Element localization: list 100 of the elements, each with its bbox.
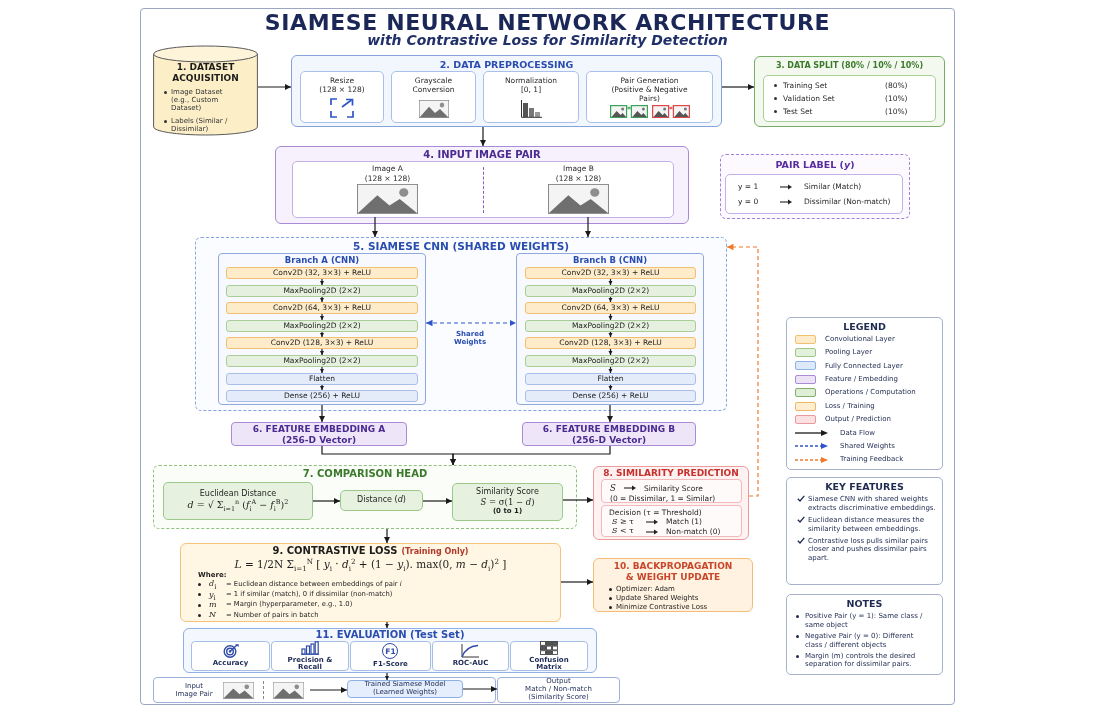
section-heading: 5. SIAMESE CNN (SHARED WEIGHTS) [353,240,569,253]
embedding-box [231,422,407,446]
arrow [608,384,613,391]
formula-symbol: S ≥ τ [612,518,634,527]
arrow [560,578,594,586]
branch-panel [516,253,704,405]
conv-layer-box [226,267,418,279]
arrow [383,528,391,544]
process-box [340,490,423,511]
section-heading: 7. COMPARISON HEAD [302,468,428,480]
inference-panel [153,677,496,703]
step-card [483,71,579,123]
arrow [422,497,453,505]
embedding-label: (256-D Vector) [571,434,647,446]
arrow [608,296,613,303]
arrow [384,672,390,681]
section-heading: 11. EVALUATION (Test Set) [315,629,465,641]
formula-symbol: m [209,600,217,611]
arrow [584,216,592,238]
process-box [593,558,753,612]
heading-note: (Training Only) [401,547,469,557]
metric-card [271,641,349,671]
arrow [384,621,390,629]
arrow [312,497,341,505]
legend-title: LEGEND [842,321,887,333]
process-box [452,483,563,521]
info-panel [786,594,943,675]
arrow [562,496,594,504]
arrow [608,366,613,374]
conv-layer-box [226,302,418,314]
section-panel [153,465,577,529]
pooling-layer-box [525,285,696,297]
formula-text: d = √ Σ$_{i=1}$$^{n}$ (f$_{i}$$^{A}$ − f$_{i}$$^{B}$)$^{2}$ [187,499,289,512]
process-box [163,482,313,520]
section-panel [275,146,689,224]
metric-card [510,641,588,671]
arrow [721,83,755,91]
step-card [300,71,384,123]
formula-symbol: S [610,483,616,494]
section-heading: 8. SIMILARITY PREDICTION [603,468,739,479]
label-list-panel [725,174,903,214]
arrow [309,686,348,694]
diagram-subtitle: with Contrastive Loss for Similarity Detection [366,32,729,49]
dense-layer-box [525,373,696,385]
section-panel [593,466,749,540]
loss-panel [180,543,561,622]
dashed-double-arrow [425,319,517,327]
pooling-layer-box [525,320,696,332]
section-panel [720,154,910,219]
formula-symbol: y$_{i}$ [209,589,216,600]
section-heading: 10. BACKPROPAGATION & WEIGHT UPDATE [612,561,734,583]
section-panel [195,237,727,411]
formula-text: S = σ(1 − d) [480,497,535,508]
pooling-layer-box [226,320,418,332]
embedding-box [522,422,696,446]
arrow [319,278,325,286]
diagram-title: SIAMESE NEURAL NETWORK ARCHITECTURE [263,10,832,35]
pooling-layer-box [525,355,696,367]
section-heading: Branch B (CNN) [572,255,648,266]
arrow [608,348,613,356]
formula-symbol: N [209,610,216,621]
step-card [586,71,713,123]
section-heading: 2. DATA PREPROCESSING [439,59,574,71]
branch-panel [218,253,426,405]
arrow [257,83,292,91]
arrow [449,445,611,466]
dense-layer-box [226,390,418,402]
section-heading: KEY FEATURES [825,481,904,493]
arrow [319,384,325,391]
arrow [319,331,325,338]
info-panel [601,479,742,503]
arrow [371,216,379,238]
arrow [606,404,614,423]
section-heading: NOTES [846,598,883,610]
step-card [391,71,476,123]
info-panel [786,477,943,585]
process-label: Similarity Score [476,488,539,498]
decision-panel [601,505,742,537]
section-heading: 9. CONTRASTIVE LOSS [272,545,398,557]
section-heading: PAIR LABEL (y) [775,159,855,171]
process-box [497,677,620,703]
formula-symbol: d$_{i}$ [209,579,217,590]
image-pair-panel [292,161,674,218]
arrow [479,126,487,147]
arrow [319,366,325,374]
process-label: Euclidean Distance [199,490,277,499]
section-panel [291,55,722,127]
embedding-label: (256-D Vector) [281,434,357,446]
section-heading: 1. DATASET ACQUISITION [171,62,240,84]
metric-card [432,641,509,671]
arrow [608,278,613,286]
arrow [319,296,325,303]
arrow [608,313,613,321]
arrow [318,404,326,423]
dense-layer-box [226,373,418,385]
loss-formula: L = 1/2N Σ$_{i=1}$$^{N}$ [ y$_{i}$ · d$_{i}$$^{2}$ + (1 − y$_{i}$). max(0, m − d$_{i}$)$^{2}$ ] [234,557,507,573]
formula-symbol: S < τ [612,527,634,536]
conv-layer-box [525,267,696,279]
dense-layer-box [525,390,696,402]
embedding-label: 6. FEATURE EMBEDDING A [252,423,386,435]
